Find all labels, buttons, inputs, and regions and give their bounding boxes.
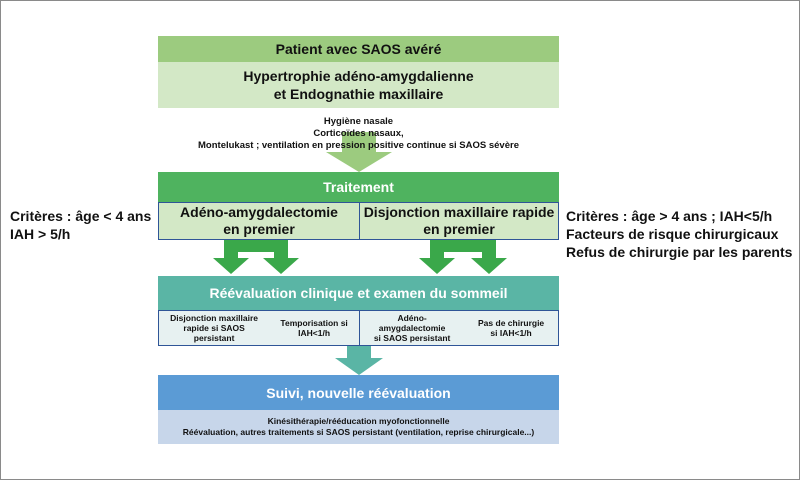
criteria-right-line3: Refus de chirurgie par les parents <box>566 244 793 260</box>
followup-line2: Réévaluation, autres traitements si SAOS… <box>182 427 535 437</box>
criteria-right-line1: Critères : âge > 4 ans ; IAH<5/h <box>566 208 773 224</box>
reevaluation-right-a: Adéno- amygdalectomie si SAOS persistant <box>373 313 451 343</box>
criteria-right-line2: Facteurs de risque chirurgicaux <box>566 226 779 242</box>
reevaluation-left-options: Disjonction maxillaire rapide si SAOS pe… <box>158 310 360 346</box>
reevaluation-right-options: Adéno- amygdalectomie si SAOS persistant… <box>359 310 559 346</box>
option-left-line2: en premier <box>223 221 295 237</box>
arrow-reevaluation-to-followup <box>335 346 383 375</box>
arrow-note-to-treatment <box>326 132 392 172</box>
option-right-line2: en premier <box>423 221 495 237</box>
diagnosis-box: Hypertrophie adéno-amygdalienne et Endog… <box>158 62 559 108</box>
reevaluation-right-b: Pas de chirurgie si IAH<1/h <box>478 318 545 338</box>
criteria-left: Critères : âge < 4 ans IAH > 5/h <box>10 207 151 243</box>
arrow-split-right <box>419 240 507 274</box>
option-right-line1: Disjonction maxillaire rapide <box>363 204 555 220</box>
followup-header: Suivi, nouvelle réévaluation <box>158 375 559 410</box>
criteria-right: Critères : âge > 4 ans ; IAH<5/h Facteur… <box>566 207 792 261</box>
medical-treatment-note: Hygiène nasale Corticoïdes nasaux, Monte… <box>158 116 559 152</box>
arrow-split-left <box>213 240 299 274</box>
reevaluation-left-a: Disjonction maxillaire rapide si SAOS pe… <box>170 313 259 343</box>
reevaluation-header: Réévaluation clinique et examen du somme… <box>158 276 559 310</box>
option-left-line1: Adéno-amygdalectomie <box>180 204 338 220</box>
criteria-left-line2: IAH > 5/h <box>10 226 71 242</box>
reevaluation-header-text: Réévaluation clinique et examen du somme… <box>209 285 508 301</box>
option-maxillary-expansion: Disjonction maxillaire rapide en premier <box>359 202 559 240</box>
reevaluation-left-b: Temporisation si IAH<1/h <box>280 318 348 338</box>
diagnosis-line2: et Endognathie maxillaire <box>273 86 444 102</box>
criteria-left-line1: Critères : âge < 4 ans <box>10 208 152 224</box>
medical-note-line2: Corticoïdes nasaux, <box>313 128 404 139</box>
patient-header-text: Patient avec SAOS avéré <box>275 41 442 57</box>
option-adenotonsillectomy: Adéno-amygdalectomie en premier <box>158 202 360 240</box>
medical-note-line1: Hygiène nasale <box>323 116 394 127</box>
followup-header-text: Suivi, nouvelle réévaluation <box>266 384 451 401</box>
medical-note-line3: Montelukast ; ventilation en pression po… <box>198 140 519 151</box>
patient-header: Patient avec SAOS avéré <box>158 36 559 62</box>
treatment-header-text: Traitement <box>323 179 394 195</box>
treatment-header: Traitement <box>158 172 559 202</box>
followup-details: Kinésithérapie/rééducation myofonctionne… <box>158 410 559 444</box>
diagnosis-line1: Hypertrophie adéno-amygdalienne <box>243 68 474 84</box>
followup-line1: Kinésithérapie/rééducation myofonctionne… <box>267 416 450 426</box>
